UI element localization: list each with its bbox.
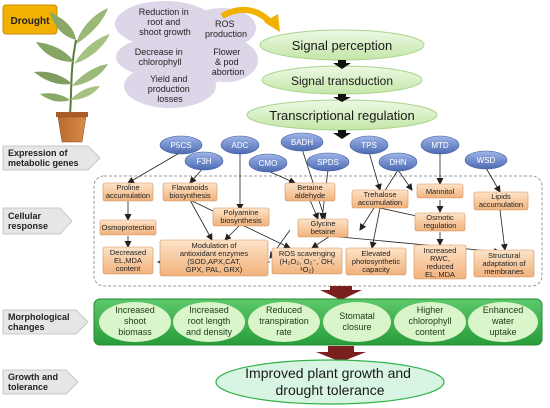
- transcriptional-regulation-label: Transcriptional regulation: [269, 108, 414, 123]
- row-label-bg-cellular: [2, 207, 73, 235]
- gene-tps: TPS: [349, 135, 389, 155]
- svg-text:Osmoprotection: Osmoprotection: [102, 223, 155, 232]
- svg-text:P5CS: P5CS: [171, 141, 192, 150]
- plant-illustration: [34, 8, 110, 143]
- gene-spds: SPDS: [306, 152, 350, 172]
- svg-text:ROS scavenging(H₂O₂,˙O₂⁻,˙OH,¹: ROS scavenging(H₂O₂,˙O₂⁻,˙OH,¹O₂): [279, 249, 335, 274]
- svg-text:DHN: DHN: [389, 158, 407, 167]
- pathway-arrow-1: [333, 60, 351, 69]
- curved-arrow-head: [264, 14, 280, 32]
- row-label-genes: Expression of metabolic genes: [8, 148, 79, 168]
- svg-text:WSD: WSD: [477, 156, 496, 165]
- drought-badge-label: Drought: [11, 16, 51, 27]
- svg-text:CMO: CMO: [259, 159, 278, 168]
- effect-ros-production: ROS production: [205, 19, 247, 39]
- svg-text:ADC: ADC: [232, 141, 249, 150]
- gene-f3h: F3H: [184, 151, 224, 171]
- gene-badh: BADH: [280, 132, 324, 152]
- signal-transduction-label: Signal transduction: [291, 74, 393, 88]
- svg-text:TPS: TPS: [361, 141, 377, 150]
- row-label-bg-genes: [2, 145, 101, 171]
- gene-adc: ADC: [220, 135, 260, 155]
- effect-yield-losses: Yield and production losses: [148, 74, 193, 104]
- row-label-growth: Growth and tolerance: [8, 372, 61, 392]
- row-label-morphological: Morphological changes: [8, 312, 72, 332]
- row-label-bg-morphological: [2, 309, 89, 335]
- svg-text:MTD: MTD: [431, 141, 449, 150]
- metabolic-gene-ellipses: P5CS F3H ADC CMO BADH SPDS TPS DHN MTD W…: [159, 132, 508, 173]
- pathway-arrow-2: [333, 94, 351, 102]
- row-label-cellular: Cellular response: [8, 211, 48, 231]
- svg-text:SPDS: SPDS: [317, 158, 339, 167]
- gene-p5cs: P5CS: [159, 135, 203, 155]
- box-mannitol: Mannitol: [416, 183, 464, 199]
- drought-effects-cloud: [115, 1, 258, 108]
- gene-wsd: WSD: [464, 150, 508, 170]
- signal-perception-label: Signal perception: [292, 38, 392, 53]
- box-osmoprotection: Osmoprotection: [99, 219, 157, 236]
- pathway-arrow-3: [333, 130, 351, 139]
- svg-text:Mannitol: Mannitol: [426, 187, 455, 196]
- gene-dhn: DHN: [378, 152, 418, 172]
- gene-mtd: MTD: [420, 135, 460, 155]
- row-label-bg-growth: [2, 369, 79, 395]
- svg-text:F3H: F3H: [196, 157, 211, 166]
- outcome-ellipse: [215, 359, 445, 405]
- effect-growth-reduction: Reduction in root and shoot growth: [139, 7, 192, 37]
- arrow-to-morphological: [320, 286, 362, 300]
- effect-chlorophyll-decrease: Decrease in chlorophyll: [135, 47, 186, 67]
- effect-flower-pod-abortion: Flower & pod abortion: [212, 47, 245, 77]
- gene-cmo: CMO: [248, 153, 288, 173]
- outcome-label: Improved plant growth and drought tolera…: [245, 365, 415, 398]
- arrow-to-outcome: [316, 346, 366, 362]
- svg-text:BADH: BADH: [291, 138, 313, 147]
- box-ros-scavenging: ROS scavenging(H₂O₂,˙O₂⁻,˙OH,¹O₂): [271, 247, 343, 275]
